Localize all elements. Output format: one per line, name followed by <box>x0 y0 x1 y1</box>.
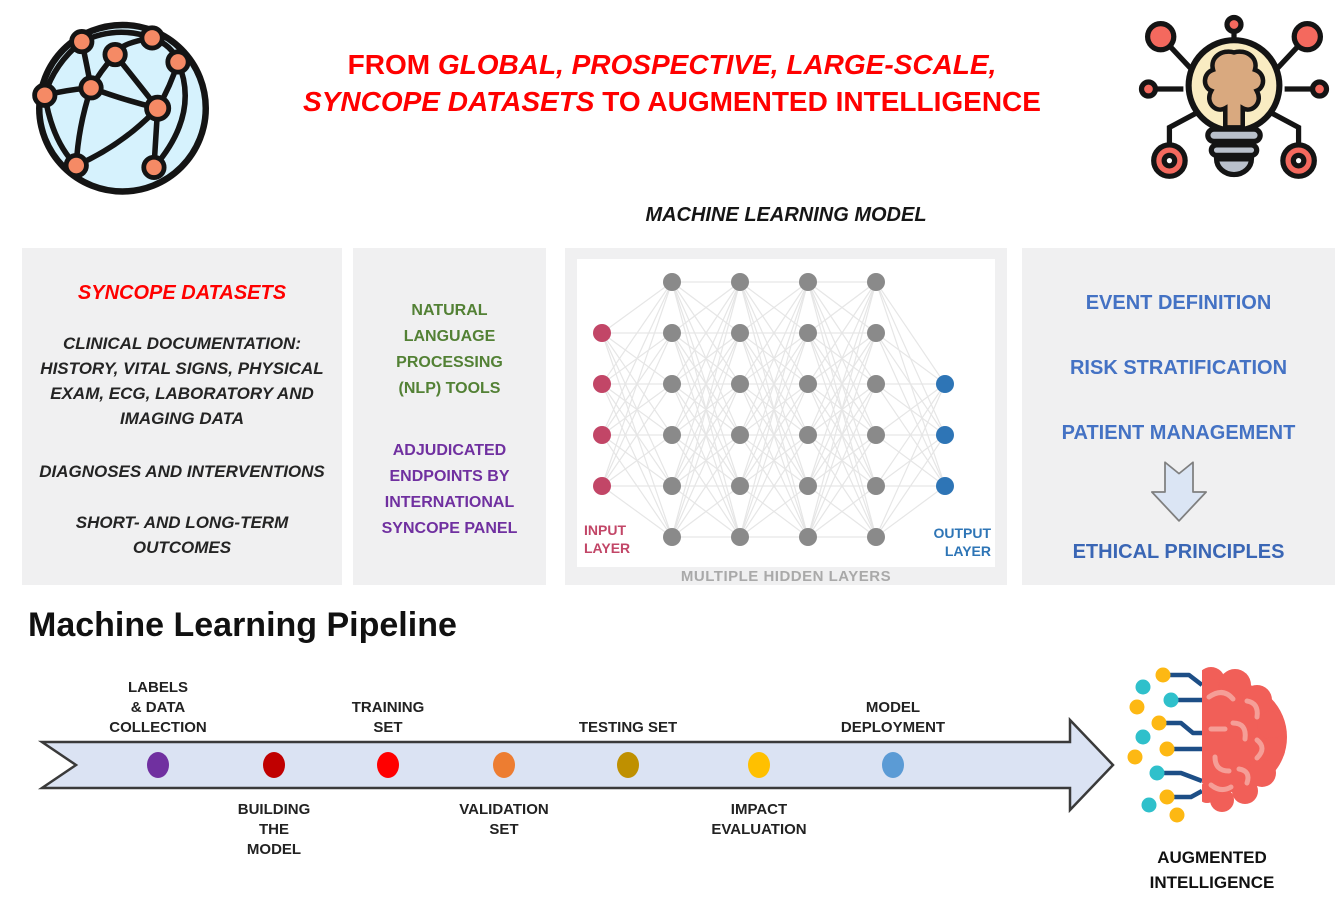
ethical-principles-label: ETHICAL PRINCIPLES <box>1072 541 1285 563</box>
nn-node <box>663 477 681 495</box>
nn-node <box>663 375 681 393</box>
nn-node <box>663 273 681 291</box>
pipeline-title: Machine Learning Pipeline <box>28 606 457 644</box>
neural-network-diagram: MULTIPLE HIDDEN LAYERS <box>565 248 1007 585</box>
nn-node <box>663 528 681 546</box>
figure-title: FROM GLOBAL, PROSPECTIVE, LARGE-SCALE, S… <box>172 46 1172 120</box>
nn-node <box>799 528 817 546</box>
nn-node <box>593 426 611 444</box>
nn-node <box>936 375 954 393</box>
adjudicated-endpoints-text: ADJUDICATED ENDPOINTS BY INTERNATIONAL S… <box>381 442 518 537</box>
figure-title-line2: SYNCOPE DATASETS TO AUGMENTED INTELLIGEN… <box>303 86 1041 117</box>
nn-node <box>731 477 749 495</box>
hidden-layers-label: MULTIPLE HIDDEN LAYERS <box>681 568 891 585</box>
globe-network-icon <box>32 21 209 195</box>
nn-node <box>663 324 681 342</box>
nn-node <box>731 528 749 546</box>
nn-links <box>601 281 946 538</box>
nlp-tools-text: NATURAL LANGUAGE PROCESSING (NLP) TOOLS <box>396 302 503 397</box>
nn-node <box>731 324 749 342</box>
pipeline-dot <box>377 752 399 778</box>
application-item: RISK STRATIFICATION <box>1069 357 1288 379</box>
nn-node <box>593 375 611 393</box>
pipeline-dot <box>748 752 770 778</box>
syncope-item: DIAGNOSES AND INTERVENTIONS <box>39 462 325 481</box>
nn-node <box>731 273 749 291</box>
nn-node <box>799 375 817 393</box>
pipeline-dot <box>263 752 285 778</box>
application-item: EVENT DEFINITION <box>1085 292 1272 314</box>
nn-node <box>593 324 611 342</box>
syncope-datasets-title: SYNCOPE DATASETS <box>77 282 287 304</box>
pipeline-dot <box>147 752 169 778</box>
pipeline-band <box>37 716 1115 814</box>
nn-node <box>936 477 954 495</box>
pipeline-dot <box>617 752 639 778</box>
lightbulb-brain-icon <box>1138 14 1330 179</box>
nn-node <box>936 426 954 444</box>
nn-node <box>799 477 817 495</box>
pipeline-dots <box>147 752 904 778</box>
nn-node <box>867 375 885 393</box>
nn-node <box>867 324 885 342</box>
nn-node <box>799 273 817 291</box>
nn-node <box>867 477 885 495</box>
pipeline-arrow-band <box>37 716 1115 814</box>
nn-node <box>663 426 681 444</box>
panel-syncope-datasets: SYNCOPE DATASETS CLINICAL DOCUMENTATION:… <box>22 248 342 585</box>
nn-node <box>799 324 817 342</box>
syncope-item: CLINICAL DOCUMENTATION: <box>63 334 301 353</box>
nn-node <box>593 477 611 495</box>
ml-model-title: MACHINE LEARNING MODEL <box>645 204 927 226</box>
output-layer-label: OUTPUT LAYER <box>933 525 991 559</box>
application-item: PATIENT MANAGEMENT <box>1061 422 1296 444</box>
pipeline-dot <box>882 752 904 778</box>
syncope-item: SHORT- AND LONG-TERM OUTCOMES <box>75 513 289 557</box>
half-brain-circuit-icon <box>1127 667 1287 823</box>
input-layer-label: INPUT LAYER <box>584 522 631 556</box>
nn-node <box>731 375 749 393</box>
augmented-intelligence-label: AUGMENTED INTELLIGENCE <box>1149 848 1275 892</box>
nn-node <box>867 273 885 291</box>
nn-node <box>799 426 817 444</box>
figure-title-line1: FROM GLOBAL, PROSPECTIVE, LARGE-SCALE, <box>347 49 997 80</box>
pipeline-step-label: TESTING SET <box>578 719 678 736</box>
syncope-item: HISTORY, VITAL SIGNS, PHYSICAL EXAM, ECG… <box>40 359 324 428</box>
nn-node <box>867 426 885 444</box>
nn-node <box>867 528 885 546</box>
nn-nodes <box>593 273 954 546</box>
pipeline-dot <box>493 752 515 778</box>
panel-applications: EVENT DEFINITION RISK STRATIFICATION PAT… <box>1022 248 1335 585</box>
panel-nlp-tools: NATURAL LANGUAGE PROCESSING (NLP) TOOLS … <box>353 248 546 585</box>
down-arrow-icon <box>1150 461 1207 522</box>
nn-node <box>731 426 749 444</box>
